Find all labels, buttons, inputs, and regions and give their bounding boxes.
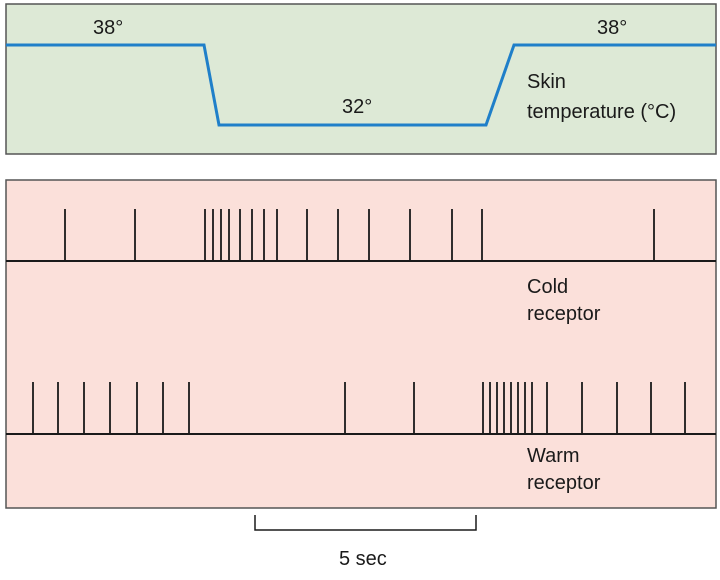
cold-receptor-label-line2: receptor (527, 303, 601, 325)
temperature-trace (6, 43, 716, 127)
warm-receptor-trace (6, 382, 716, 435)
temperature-high-left-label: 38° (93, 17, 123, 39)
scale-bar-label: 5 sec (339, 548, 387, 570)
temperature-panel-background (5, 3, 717, 155)
temperature-axis-label-line2: temperature (°C) (527, 101, 676, 123)
temperature-low-label: 32° (342, 96, 372, 118)
temperature-high-right-label: 38° (597, 17, 627, 39)
scale-bar: 5 sec (254, 515, 477, 570)
receptor-panel-background (5, 179, 717, 509)
cold-receptor-label-line1: Cold (527, 276, 568, 298)
scale-bar-bracket (254, 515, 477, 531)
temperature-panel: 38° 32° 38° Skin temperature (°C) (5, 3, 717, 155)
cold-receptor-trace (6, 209, 716, 262)
temperature-axis-label-line1: Skin (527, 71, 566, 93)
receptor-panel: Cold receptor Warm receptor (5, 179, 717, 509)
warm-receptor-label-line1: Warm (527, 445, 580, 467)
warm-receptor-label-line2: receptor (527, 472, 601, 494)
